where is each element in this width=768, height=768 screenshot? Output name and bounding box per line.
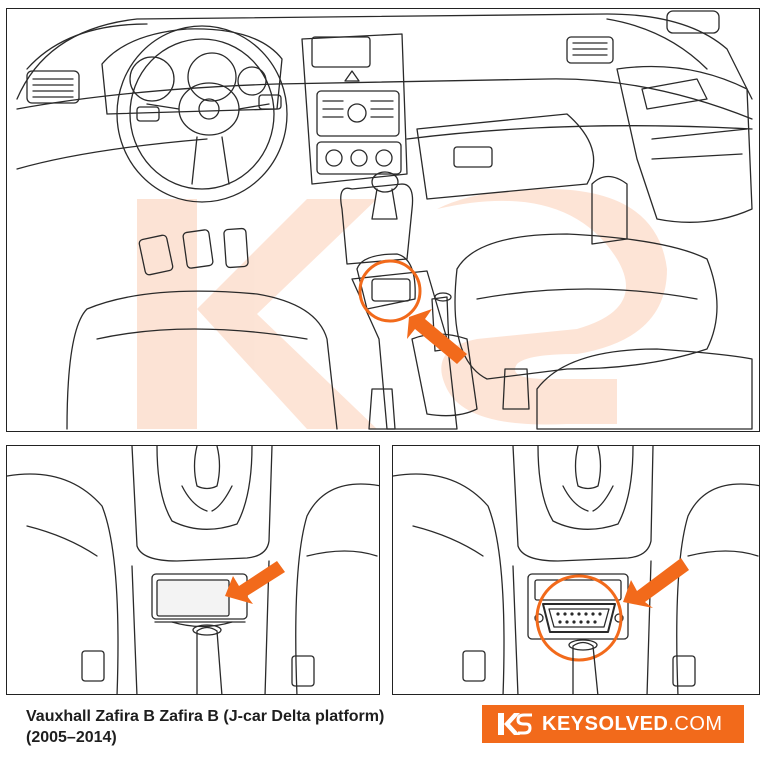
watermark-logo (137, 189, 667, 429)
brand-wordmark: KEYSOLVED.COM (542, 713, 723, 736)
interior-illustration (16, 10, 753, 430)
console-illustration (7, 446, 379, 694)
vehicle-years: (2005–2014) (26, 729, 117, 746)
pointer-arrow-icon (407, 309, 467, 364)
pointer-arrow-icon (623, 558, 689, 608)
console-closeup-view (6, 445, 380, 695)
vehicle-model: Vauxhall Zafira B Zafira B (J-car Delta … (26, 708, 385, 725)
brand-banner: KEYSOLVED.COM (482, 705, 744, 743)
obd-port-icon (534, 603, 624, 633)
pointer-arrow-icon (225, 561, 285, 604)
main-interior-view (6, 8, 760, 432)
brand-name: KEYSOLVED (542, 712, 669, 735)
obd-port-closeup-view (392, 445, 760, 695)
obd-port-highlight (535, 574, 623, 662)
ks-logo-icon (498, 713, 532, 735)
brand-domain: .COM (668, 712, 723, 735)
obd-location-highlight (358, 259, 422, 323)
obd-port-illustration (393, 446, 759, 694)
vehicle-caption: Vauxhall Zafira B Zafira B (J-car Delta … (26, 706, 466, 748)
